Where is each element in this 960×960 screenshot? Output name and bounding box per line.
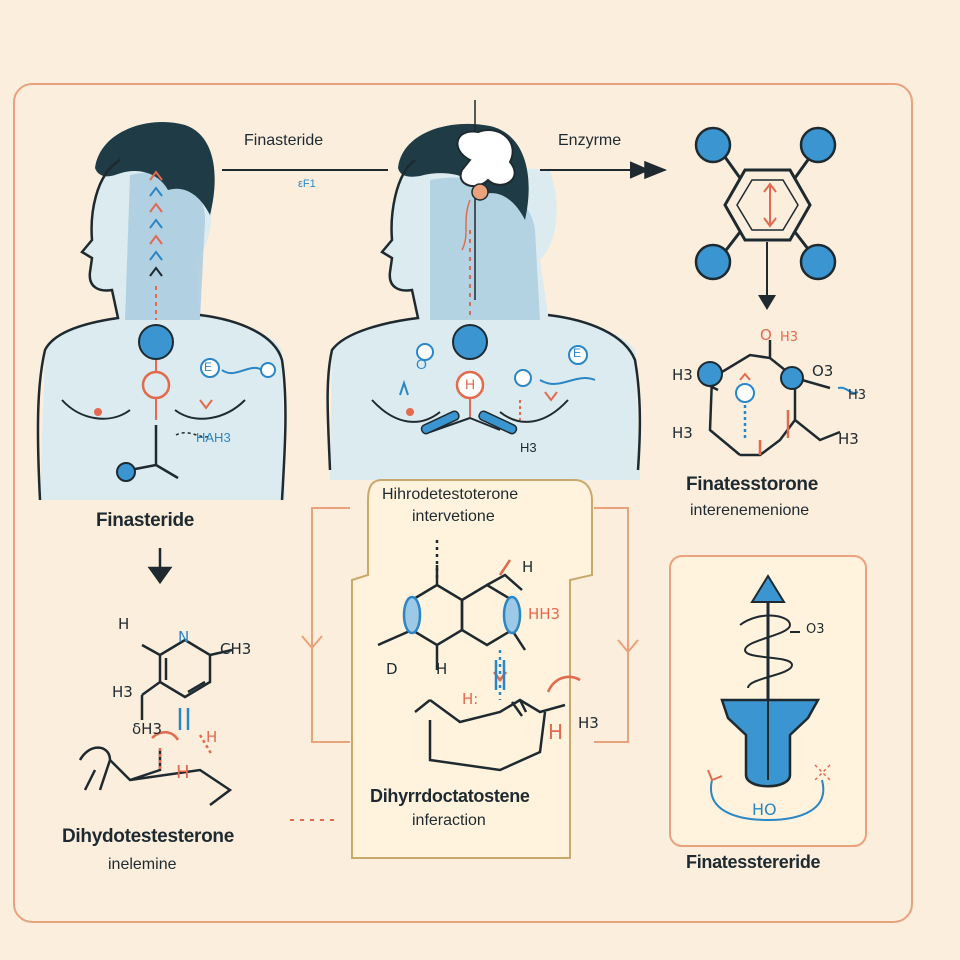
center-panel-subtitle: intervetione xyxy=(412,508,495,525)
left-person-figure xyxy=(36,121,287,501)
center-mol-h-mid: H xyxy=(436,660,448,678)
drug-graphic xyxy=(707,574,831,822)
center-mol-d: D xyxy=(386,660,398,678)
enzyme-atom-tl xyxy=(694,126,732,164)
left-mol-h-red: H xyxy=(206,728,218,746)
center-body-atom xyxy=(452,324,488,360)
center-mol-h-colon: H: xyxy=(462,690,479,708)
left-mol-dh3: δH3 xyxy=(132,720,162,738)
drug-body xyxy=(720,698,821,788)
enzyme-diagram xyxy=(694,126,837,310)
top-arrow-right-head xyxy=(629,160,668,180)
top-arrow-right-label: Enzyrme xyxy=(558,132,622,149)
left-mol-h3: H3 xyxy=(112,683,133,701)
enzyme-hexagon xyxy=(723,168,812,242)
top-arrow-left-label: Finasteride xyxy=(244,132,324,149)
center-panel-bottom-subtitle: inferaction xyxy=(412,812,486,829)
drug-panel-title: Finatesstereride xyxy=(686,852,821,872)
left-body-outline xyxy=(36,158,121,501)
left-mol-ch3: CH3 xyxy=(220,640,252,658)
right-mol-h3-right: H3 xyxy=(848,388,867,403)
enzyme-atom-br xyxy=(799,243,837,281)
left-molecule-accents xyxy=(151,708,214,770)
center-body-o-label: O xyxy=(416,356,427,372)
left-panel-title: Finasteride xyxy=(96,510,195,531)
left-e-atom xyxy=(200,358,220,378)
left-mol-h-red-2: H xyxy=(176,762,190,783)
left-panel-bottom-subtitle: inelemine xyxy=(108,856,177,873)
right-molecule-atom-a xyxy=(697,361,723,387)
left-small-atom xyxy=(116,462,136,482)
center-mol-hh3: HH3 xyxy=(528,605,561,623)
left-body-e-label: E xyxy=(204,360,213,374)
center-molecule-accents xyxy=(402,540,581,700)
center-box xyxy=(351,479,593,859)
center-mol-h-top: H xyxy=(522,558,534,576)
enzyme-atom-bl xyxy=(694,243,732,281)
right-mol-o: O xyxy=(760,326,772,344)
top-arrow-left-sublabel: εF1 xyxy=(298,178,316,190)
left-body-h-label: HAH3 xyxy=(196,430,231,445)
left-body-outline-right xyxy=(199,313,287,501)
center-brain-loop xyxy=(456,129,516,188)
left-hair xyxy=(95,121,215,215)
left-molecule xyxy=(78,638,233,806)
center-body-h3-label: H3 xyxy=(520,440,537,455)
left-neck-shade xyxy=(125,172,205,320)
left-arrow-chain xyxy=(149,170,163,320)
center-body-h-label: H xyxy=(465,376,476,392)
center-panel-bottom-title: Dihyrrdoctatostene xyxy=(370,786,530,806)
left-panel-bottom-title: Dihydotestesterone xyxy=(62,826,234,847)
right-panel-subtitle: interenemenione xyxy=(690,502,810,519)
right-panel-title: Finatesstorone xyxy=(686,474,818,495)
center-neck-shade xyxy=(430,177,540,320)
center-mol-h3: H3 xyxy=(578,714,599,732)
center-right-arrow-path xyxy=(594,507,629,743)
right-mol-h3-br: H3 xyxy=(838,430,859,448)
center-mol-h-bottom: H xyxy=(548,720,564,744)
enzyme-atom-tr xyxy=(799,126,837,164)
right-mol-o3: O3 xyxy=(812,362,834,380)
left-mol-h: H xyxy=(118,615,130,633)
drug-o3-label: O3 xyxy=(806,622,825,637)
center-person-figure xyxy=(326,100,642,480)
drug-ho-label: HO xyxy=(752,800,777,819)
left-body-atom xyxy=(138,324,174,360)
right-mol-h3-bl: H3 xyxy=(672,424,693,442)
right-molecule-atom-b xyxy=(780,366,804,390)
center-body-outline xyxy=(326,159,420,471)
left-chest-lines xyxy=(61,399,246,420)
center-body-outline-right xyxy=(547,313,642,471)
left-mol-n: N xyxy=(178,628,190,646)
right-molecule xyxy=(707,340,859,457)
center-body-e-label: E xyxy=(573,346,582,360)
center-left-arrow-path xyxy=(311,507,350,743)
center-panel-title: Hihrodetestoterone xyxy=(382,486,519,503)
left-down-arrow xyxy=(147,548,173,585)
right-mol-h3-left: H3 xyxy=(672,366,693,384)
right-mol-h3-top: H3 xyxy=(780,330,799,345)
outer-frame xyxy=(13,83,913,923)
